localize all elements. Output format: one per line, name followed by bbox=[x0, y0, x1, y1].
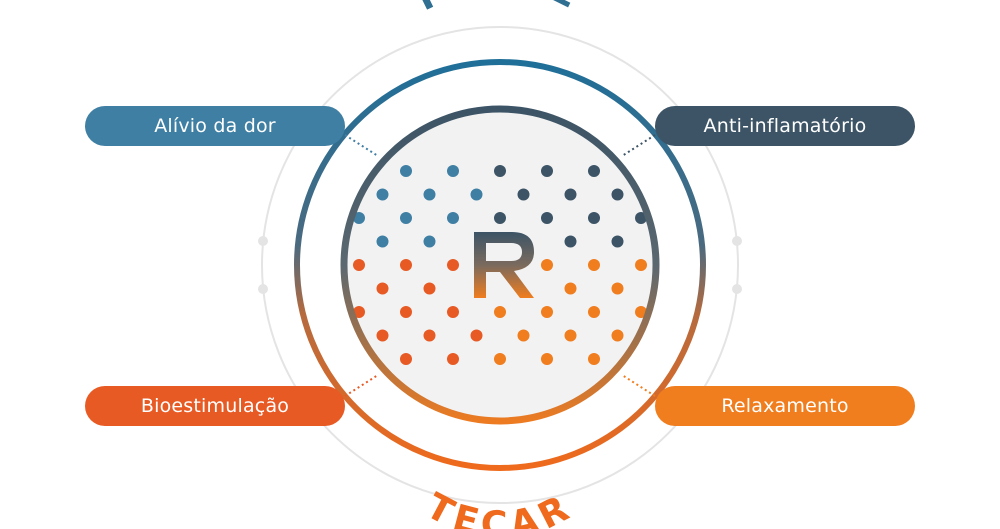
connector-top-left bbox=[344, 134, 379, 157]
pattern-dot bbox=[541, 212, 553, 224]
pattern-dot bbox=[447, 259, 459, 271]
orbit-dot-right-1 bbox=[732, 236, 742, 246]
pattern-dot bbox=[423, 188, 436, 201]
pattern-dot bbox=[611, 282, 624, 295]
pattern-dot bbox=[635, 259, 647, 271]
benefit-anti-inflammatory: Anti-inflamatório bbox=[655, 106, 915, 146]
pattern-dot bbox=[400, 353, 412, 365]
connector-bottom-left bbox=[344, 374, 379, 397]
benefit-biostimulation: Bioestimulação bbox=[85, 386, 345, 426]
pattern-dot bbox=[541, 259, 553, 271]
connector-top-right bbox=[621, 134, 656, 157]
pattern-dot bbox=[611, 235, 624, 248]
benefit-relaxation: Relaxamento bbox=[655, 386, 915, 426]
pattern-dot bbox=[517, 188, 530, 201]
outer-orbit-ring bbox=[261, 26, 739, 504]
connector-bottom-right bbox=[621, 374, 656, 397]
inner-gradient-ring bbox=[340, 105, 660, 425]
pattern-dot bbox=[494, 353, 506, 365]
pattern-dot bbox=[517, 329, 530, 342]
pattern-dot bbox=[494, 212, 506, 224]
pattern-dot bbox=[635, 306, 647, 318]
pattern-dot bbox=[611, 188, 624, 201]
pattern-dot bbox=[470, 329, 483, 342]
pattern-dot bbox=[611, 329, 624, 342]
pattern-dot bbox=[564, 188, 577, 201]
dot-pattern bbox=[353, 165, 647, 365]
pattern-dot bbox=[400, 165, 412, 177]
orbit-dot-left-1 bbox=[258, 236, 268, 246]
pattern-dot bbox=[400, 306, 412, 318]
pulse-title: PULSE bbox=[410, 0, 590, 19]
pattern-dot bbox=[353, 212, 365, 224]
pattern-dot bbox=[376, 282, 389, 295]
pattern-dot bbox=[588, 353, 600, 365]
pattern-dot bbox=[376, 329, 389, 342]
main-gradient-ring bbox=[294, 59, 706, 471]
pattern-dot bbox=[400, 259, 412, 271]
pattern-dot bbox=[423, 282, 436, 295]
pattern-dot bbox=[447, 165, 459, 177]
pattern-dot bbox=[376, 188, 389, 201]
pattern-dot bbox=[400, 212, 412, 224]
pattern-dot bbox=[447, 212, 459, 224]
orbit-dot-left-2 bbox=[258, 284, 268, 294]
pattern-dot bbox=[588, 306, 600, 318]
pattern-dot bbox=[564, 329, 577, 342]
pattern-dot bbox=[470, 188, 483, 201]
pattern-dot bbox=[353, 259, 365, 271]
r-logo-icon bbox=[474, 232, 534, 298]
pattern-dot bbox=[494, 165, 506, 177]
pattern-dot bbox=[494, 306, 506, 318]
pattern-dot bbox=[635, 212, 647, 224]
pattern-dot bbox=[423, 235, 436, 248]
pattern-dot bbox=[353, 306, 365, 318]
pattern-dot bbox=[376, 235, 389, 248]
pattern-dot bbox=[588, 165, 600, 177]
tecar-title: TECAR bbox=[419, 486, 580, 529]
pattern-dot bbox=[588, 212, 600, 224]
pattern-dot bbox=[564, 235, 577, 248]
pattern-dot bbox=[541, 306, 553, 318]
pattern-dot bbox=[423, 329, 436, 342]
pattern-dot bbox=[564, 282, 577, 295]
benefit-pain-relief: Alívio da dor bbox=[85, 106, 345, 146]
pattern-dot bbox=[588, 259, 600, 271]
pattern-dot bbox=[447, 353, 459, 365]
orbit-dot-right-2 bbox=[732, 284, 742, 294]
pattern-dot bbox=[541, 165, 553, 177]
pattern-dot bbox=[447, 306, 459, 318]
pattern-dot bbox=[541, 353, 553, 365]
